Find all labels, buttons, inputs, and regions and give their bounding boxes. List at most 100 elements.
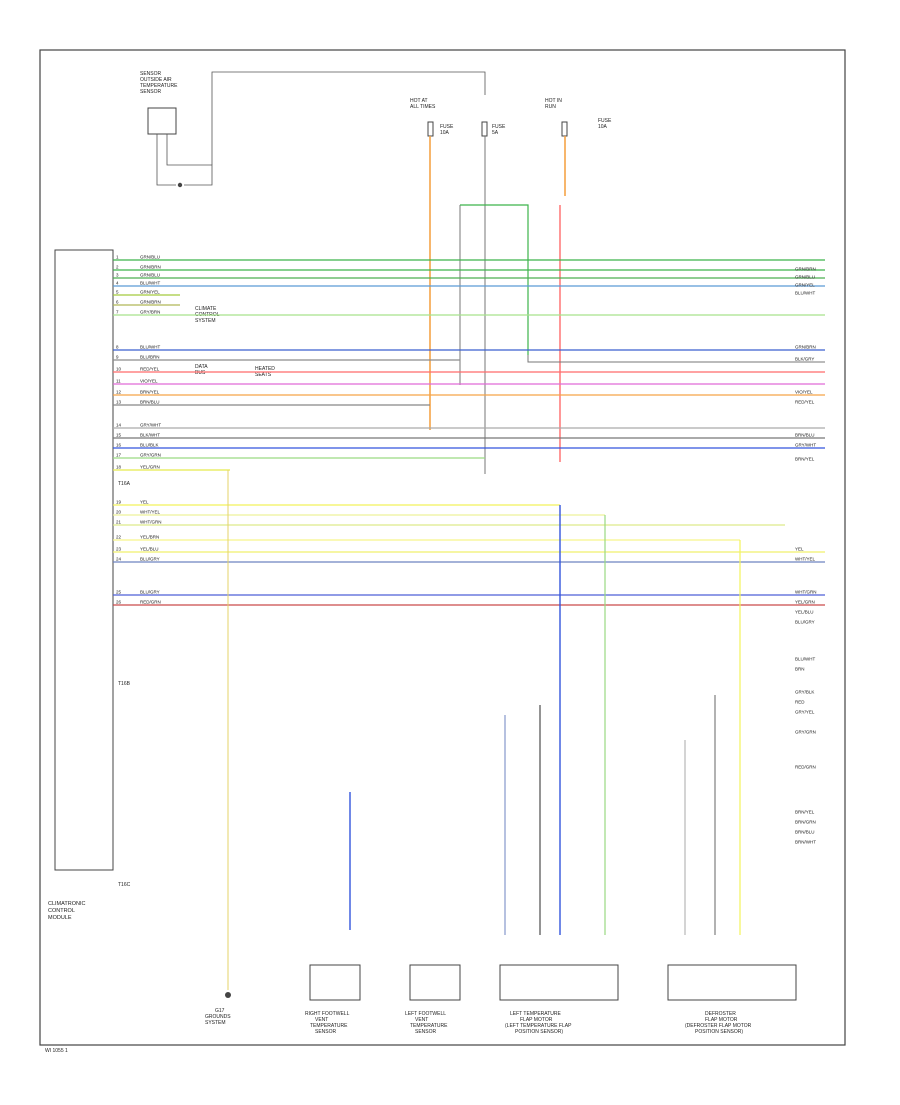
wire-pin-6: 6 [116,300,119,305]
wire-pin-17: 17 [116,453,122,458]
wire-pin-5: 5 [116,290,119,295]
right-wire-label-17: BLU/GRY [795,620,815,625]
wire-pin-15: 15 [116,433,122,438]
wire-pin-10: 10 [116,367,122,372]
ambient-sensor-splice [177,182,183,188]
wire-label-2: GRN/BRN [140,265,161,270]
right-wire-label-27: BRN/BLU [795,830,815,835]
note-climate-line-1: CLIMATE [195,306,217,312]
wire-label-21: WHT/GRN [140,520,162,525]
right-wire-label-1: GRN/BRN [795,267,816,272]
right-wire-label-10: GRY/WHT [795,443,816,448]
right-wire-label-26: BRN/GRN [795,820,816,825]
ambient-sensor-label-4: SENSOR [140,89,162,95]
wire-pin-23: 23 [116,547,122,552]
wire-label-6: GRN/BRN [140,300,161,305]
right-wire-label-23: GRY/GRN [795,730,816,735]
left-sensor-label-2: VENT [415,1017,428,1023]
fuse-2-icon [481,121,488,137]
wire-pin-3: 3 [116,273,119,278]
wire-label-17: GRY/GRN [140,453,161,458]
defroster-label-3: (DEFROSTER FLAP MOTOR [685,1023,752,1029]
fuse-1-label: FUSE [440,124,454,130]
right-wire-label-6: BLK/GRY [795,357,814,362]
wire-pin-11: 11 [116,379,121,384]
ambient-sensor-wire-1 [156,134,176,186]
wire-label-22: YEL/BRN [140,535,159,540]
wire-pin-2: 2 [116,265,119,270]
left-motor-label-4: POSITION SENSOR) [515,1029,563,1035]
wire-label-15: BLK/WHT [140,433,160,438]
connector-label-b: T16B [118,681,131,687]
wire-pin-8: 8 [116,345,119,350]
right-wire-label-21: RED [795,700,805,705]
right-sensor-label-2: VENT [315,1017,328,1023]
left-motor-label-1: LEFT TEMPERATURE [510,1011,562,1017]
wire-label-24: BLU/GRY [140,557,160,562]
fuse-1-icon [427,121,434,137]
wire-pin-18: 18 [116,465,122,470]
left-motor-label-2: FLAP MOTOR [520,1017,553,1023]
hot-in-run-source: HOT IN RUN FUSE 10A [545,98,612,137]
left-sensor-label-1: LEFT FOOTWELL [405,1011,446,1017]
control-module-label: CLIMATRONIC CONTROL MODULE [48,901,86,921]
right-wire-label-12: YEL [795,547,804,552]
right-wire-label-14: WHT/GRN [795,590,817,595]
wire-label-23: YEL/BLU [140,547,159,552]
wire-pin-16: 16 [116,443,122,448]
wire-pin-21: 21 [116,520,122,525]
green-branch-wire [460,204,529,355]
top-bus-wire [211,71,486,165]
wire-label-10: RED/YEL [140,367,160,372]
grounds-label-3: SYSTEM [205,1020,226,1026]
hot-at-all-times-line-1: HOT AT [410,98,428,104]
right-footwell-temp-sensor: RIGHT FOOTWELL VENT TEMPERATURE SENSOR [305,964,361,1035]
grounds-label-2: GROUNDS [205,1014,231,1020]
module-name-line-1: CLIMATRONIC [48,901,86,907]
wire-pin-4: 4 [116,281,119,286]
wire-pin-19: 19 [116,500,122,505]
right-wire-label-11: BRN/YEL [795,457,815,462]
defroster-label-1: DEFROSTER [705,1011,736,1017]
connector-label-a: T16A [118,481,131,487]
module-name-line-2: CONTROL [48,908,75,914]
defroster-flap-motor: DEFROSTER FLAP MOTOR (DEFROSTER FLAP MOT… [667,964,797,1035]
defroster-label-4: POSITION SENSOR) [695,1029,743,1035]
wire-label-16: BLU/BLK [140,443,159,448]
right-wire-label-18: BLU/WHT [795,657,816,662]
hot-at-all-times-source: HOT AT ALL TIMES FUSE 10A FUSE 5A [410,98,506,137]
ambient-sensor-label-3: TEMPERATURE [140,83,178,89]
right-sensor-label-4: SENSOR [315,1029,337,1035]
fuse-3-label: FUSE [598,118,612,124]
note-heated-seats-line-2: SEATS [255,372,272,378]
left-sensor-body [409,964,461,1001]
right-wire-label-16: YEL/BLU [795,610,814,615]
ambient-sensor-label-2: OUTSIDE AIR [140,77,172,83]
ambient-sensor-wire-2 [166,134,213,186]
left-temp-flap-motor: LEFT TEMPERATURE FLAP MOTOR (LEFT TEMPER… [499,964,619,1035]
right-wire-label-3: GRN/YEL [795,283,815,288]
left-sensor-label-3: TEMPERATURE [410,1023,448,1029]
module-name-line-3: MODULE [48,915,72,921]
right-wire-label-15: YEL/GRN [795,600,815,605]
right-wire-label-8: RED/YEL [795,400,815,405]
wire-pin-20: 20 [116,510,122,515]
right-wire-label-22: GRY/YEL [795,710,815,715]
wire-pin-26: 26 [116,600,122,605]
wire-pin-1: 1 [116,255,119,260]
right-sensor-label-3: TEMPERATURE [310,1023,348,1029]
wire-label-19: YEL [140,500,149,505]
wire-label-8: BLU/WHT [140,345,161,350]
wire-label-4: BLU/WHT [140,281,161,286]
fuse-1-rating: 10A [440,130,450,136]
defroster-label-2: FLAP MOTOR [705,1017,738,1023]
diagram-frame [39,49,846,1046]
ambient-sensor-label-1: SENSOR [140,71,162,77]
fuse-2-label: FUSE [492,124,506,130]
wire-label-3: GRN/BLU [140,273,160,278]
hot-at-all-times-line-2: ALL TIMES [410,104,436,110]
note-climate-line-3: SYSTEM [195,318,216,324]
